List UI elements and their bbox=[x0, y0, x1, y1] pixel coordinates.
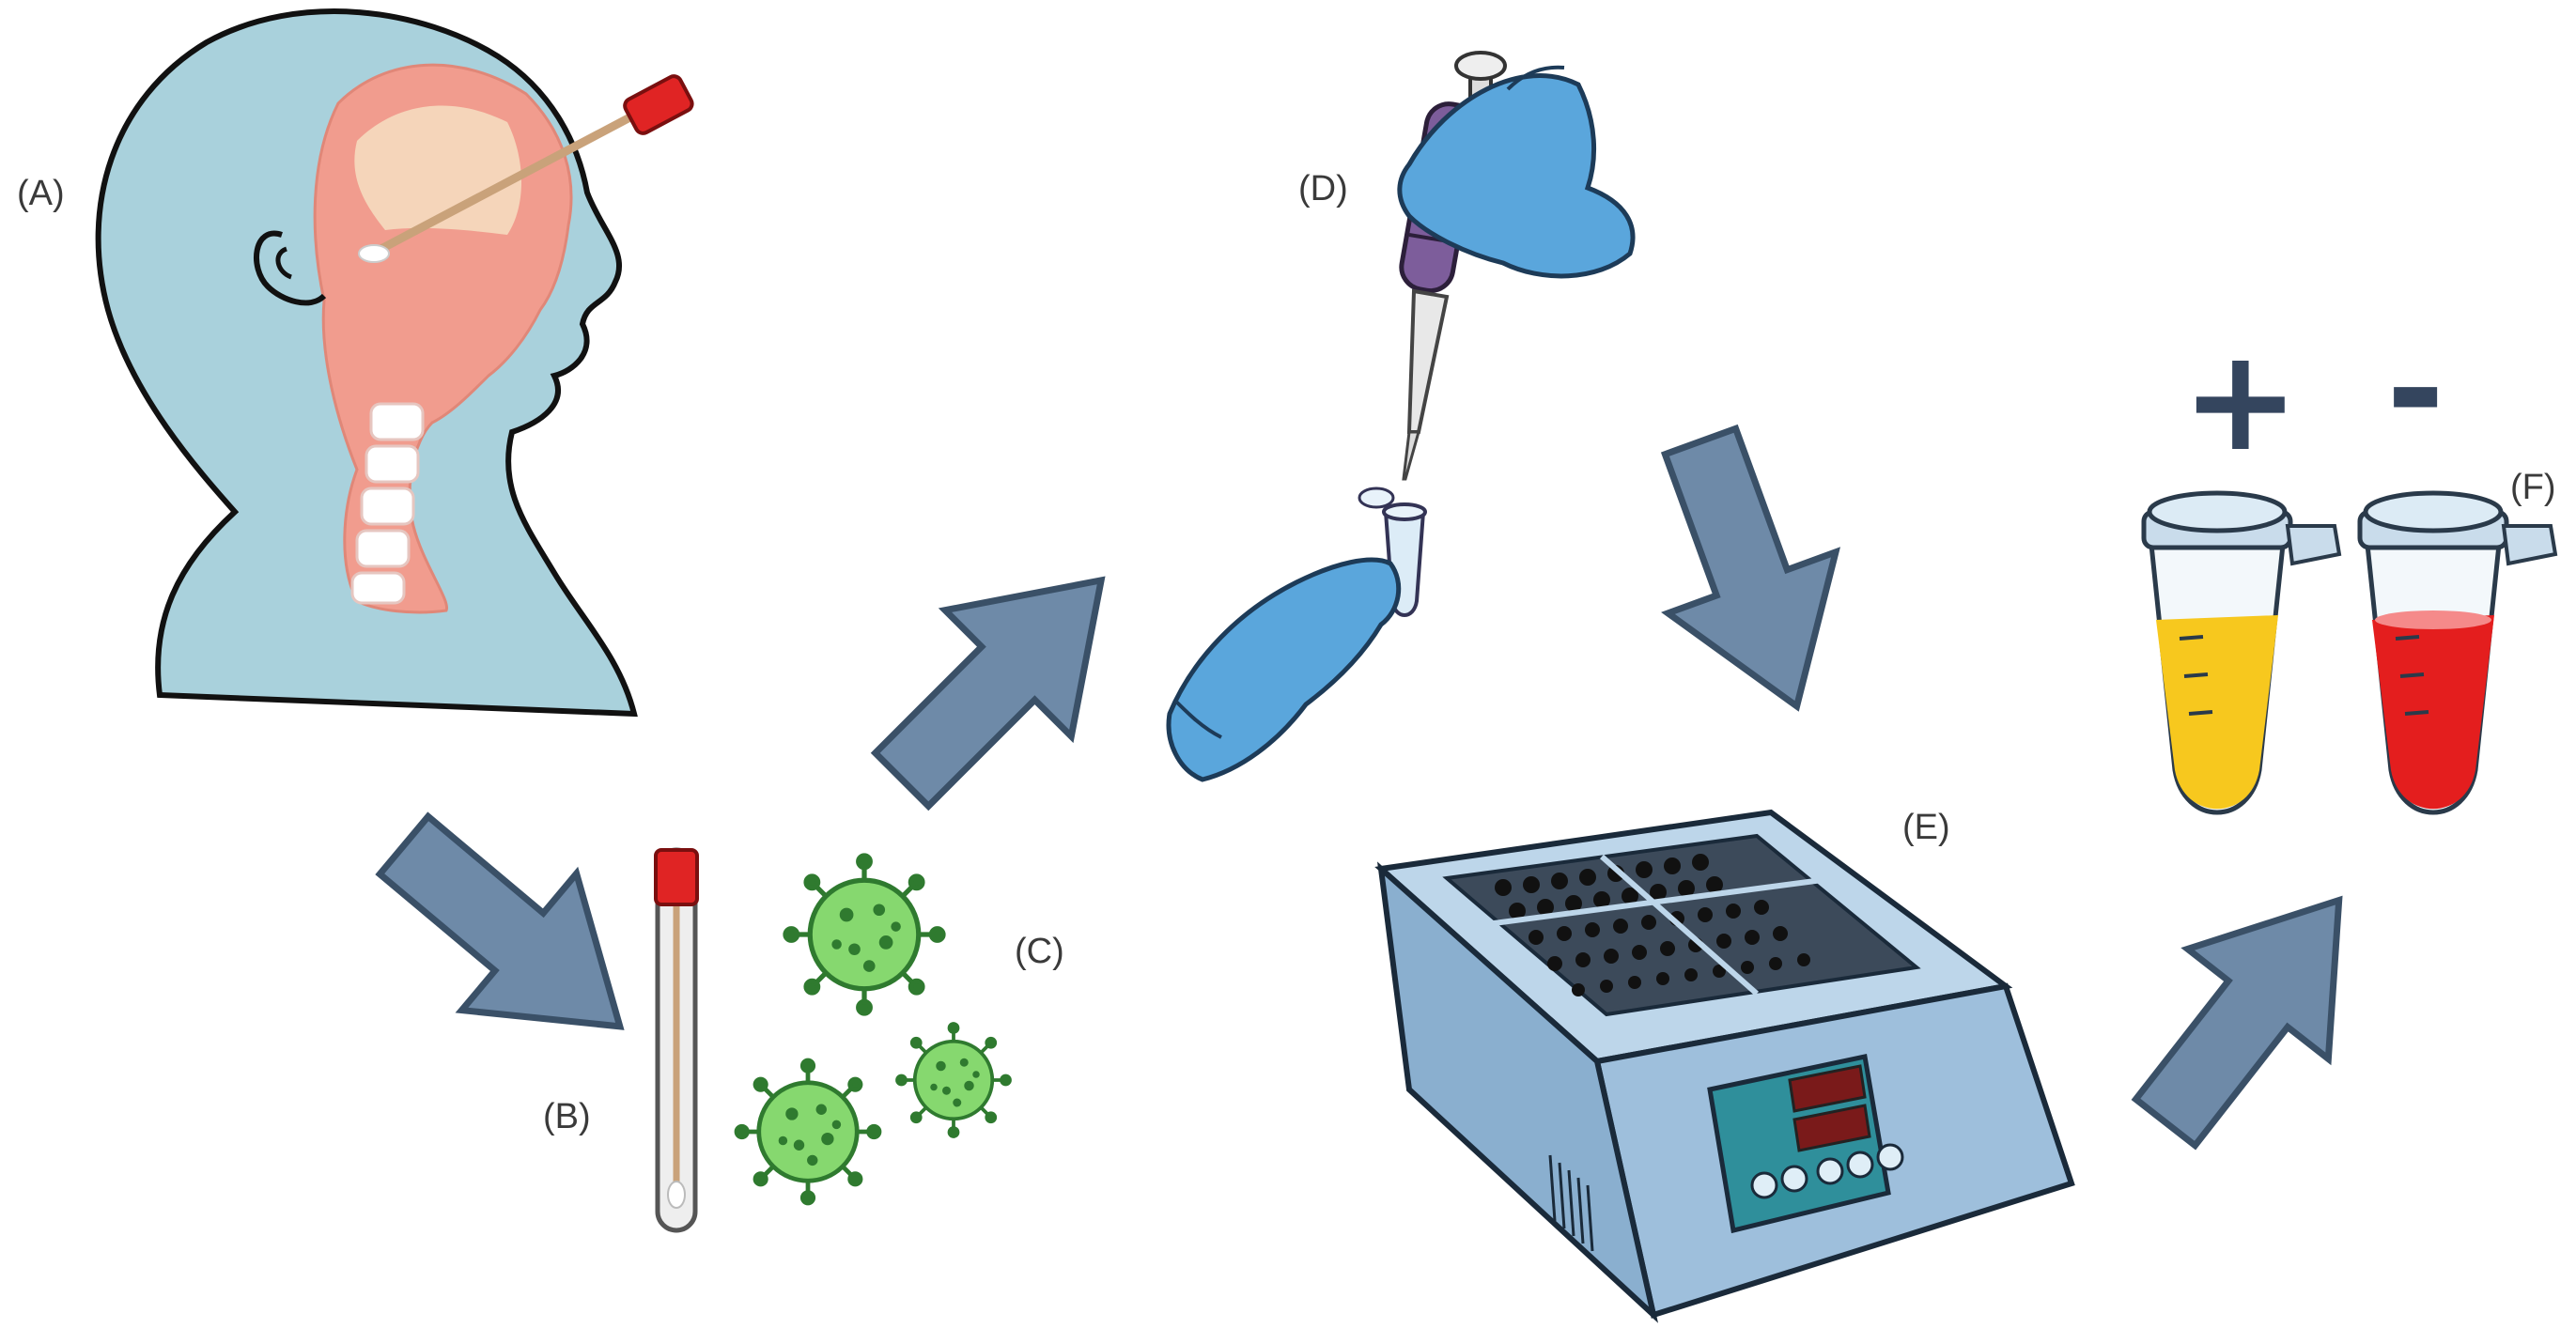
negative-sign: - bbox=[2386, 308, 2445, 471]
microtube-negative-icon bbox=[2357, 490, 2558, 815]
arrow-e-to-f bbox=[2131, 895, 2343, 1151]
label-a: (A) bbox=[17, 174, 65, 213]
heat-block-icon bbox=[1374, 809, 2075, 1323]
pipette-icon bbox=[1166, 51, 1636, 782]
microtube-positive-icon bbox=[2141, 490, 2342, 815]
virus-icon bbox=[895, 1022, 1012, 1138]
head-nasal-swab-icon bbox=[95, 8, 694, 718]
label-e: (E) bbox=[1902, 808, 1950, 847]
swab-tube-icon bbox=[654, 847, 699, 1233]
arrow-c-to-d bbox=[870, 576, 1106, 811]
label-b: (B) bbox=[543, 1097, 591, 1136]
virus-icon bbox=[785, 856, 943, 1013]
arrow-d-to-e bbox=[1660, 424, 1841, 712]
positive-sign: + bbox=[2181, 319, 2300, 483]
label-d: (D) bbox=[1298, 169, 1348, 209]
label-c: (C) bbox=[1015, 932, 1064, 971]
arrow-a-to-b bbox=[375, 811, 625, 1030]
virus-icon bbox=[737, 1060, 879, 1203]
label-f: (F) bbox=[2510, 468, 2556, 507]
